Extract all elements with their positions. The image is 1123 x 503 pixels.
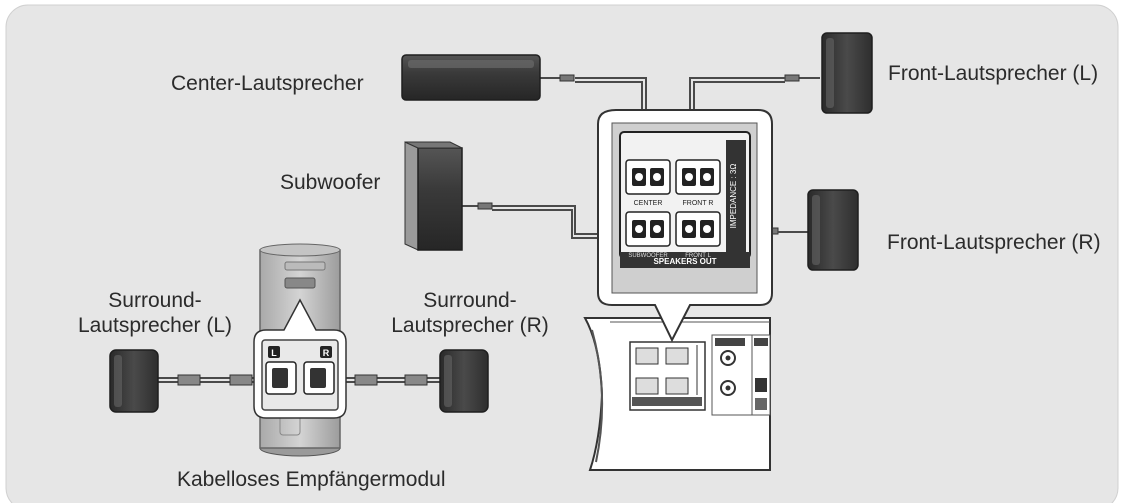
- surround-right-speaker: [439, 349, 489, 413]
- label-surround-right-line2: Lautsprecher (R): [391, 314, 549, 337]
- terminal-zoom-bubble: [597, 109, 773, 343]
- module-terminal-l: L: [271, 348, 277, 358]
- label-surround-right: Surround- Lautsprecher (R): [375, 288, 565, 338]
- label-surround-left: Surround- Lautsprecher (L): [60, 288, 250, 338]
- label-center-speaker: Center-Lautsprecher: [171, 72, 364, 95]
- label-front-right-speaker: Front-Lautsprecher (R): [887, 231, 1101, 254]
- surround-left-speaker: [109, 349, 159, 413]
- impedance-label: IMPEDANCE : 3Ω: [729, 164, 738, 229]
- speakers-out-label: SPEAKERS OUT: [653, 257, 716, 266]
- label-surround-left-line1: Surround-: [108, 289, 202, 312]
- center-speaker: [401, 54, 541, 101]
- label-wireless-module: Kabelloses Empfängermodul: [177, 468, 446, 491]
- terminal-label-front-l: FRONT L: [685, 253, 711, 259]
- front-left-speaker: [821, 32, 873, 114]
- front-right-speaker: [807, 189, 859, 271]
- terminal-label-center: CENTER: [634, 200, 663, 207]
- wireless-receiver-tower: [253, 243, 347, 457]
- terminal-label-front-r: FRONT R: [683, 200, 714, 207]
- main-unit-rear: [583, 317, 771, 471]
- label-subwoofer: Subwoofer: [280, 171, 381, 194]
- label-surround-left-line2: Lautsprecher (L): [77, 314, 233, 337]
- label-surround-right-line1: Surround-: [423, 289, 517, 312]
- label-front-left-speaker: Front-Lautsprecher (L): [888, 62, 1099, 85]
- module-terminal-r: R: [323, 348, 330, 358]
- terminal-label-subwoofer: SUBWOOFER: [628, 253, 668, 259]
- subwoofer: [404, 141, 463, 251]
